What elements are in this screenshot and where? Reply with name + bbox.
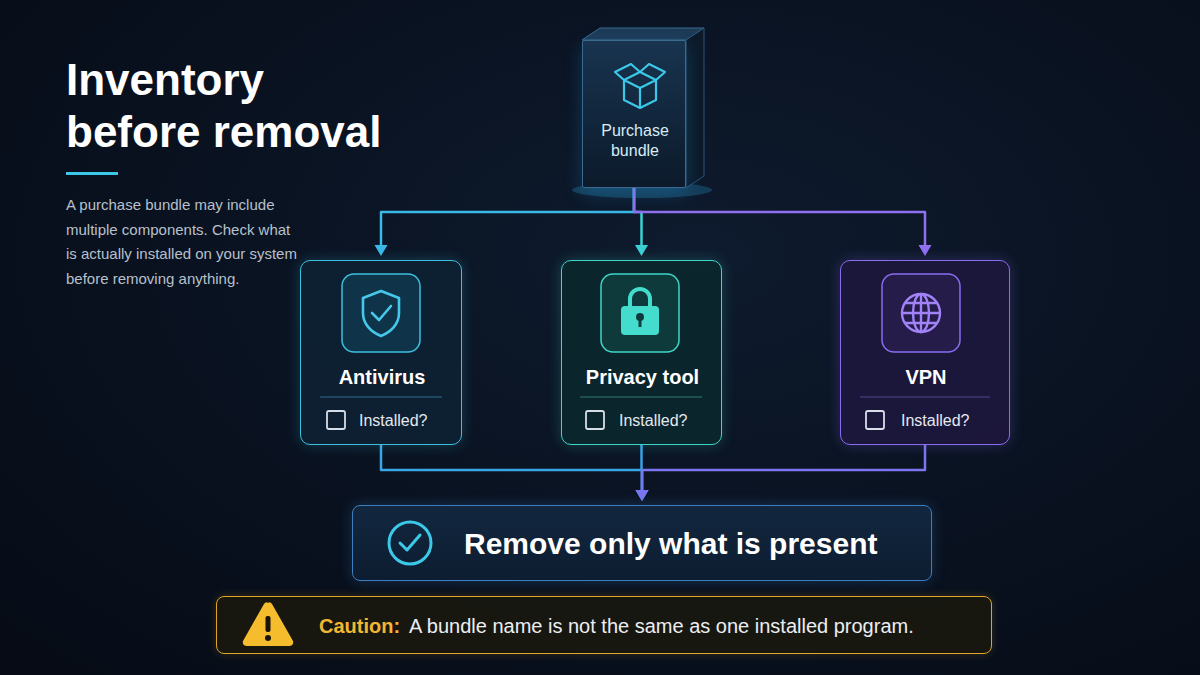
bundle-top-face <box>582 28 704 40</box>
divider-line <box>860 397 990 398</box>
icon-tile <box>601 274 679 352</box>
box-body <box>624 72 656 108</box>
check-circle <box>389 522 431 564</box>
title-underline <box>66 172 118 175</box>
node-heading: Antivirus <box>301 364 463 390</box>
node-text: Installed? <box>619 411 719 431</box>
globe-icon <box>902 294 940 332</box>
connector-line <box>381 445 642 493</box>
keyhole <box>636 313 644 321</box>
shield-icon <box>363 291 399 336</box>
checkbox <box>586 411 604 429</box>
arrow-head <box>636 490 649 501</box>
divider-line <box>580 397 702 398</box>
icon-tile <box>882 274 960 352</box>
lock-body <box>621 306 659 335</box>
description-text: A purchase bundle may include multiple c… <box>66 193 298 291</box>
flow-connector <box>375 188 635 256</box>
result-box: Remove only what is present <box>352 505 932 581</box>
check-icon <box>372 306 391 320</box>
caution-box: Caution:A bundle name is not the same as… <box>216 596 992 654</box>
flow-connector <box>636 445 926 501</box>
arrow-head <box>636 490 649 501</box>
component-box: VPN Installed? <box>840 260 1010 445</box>
arrow-head <box>636 490 649 501</box>
arrow-head <box>375 245 388 256</box>
globe-lines <box>902 294 940 332</box>
node-heading: Remove only what is present <box>464 524 924 564</box>
globe-meridian <box>913 294 929 332</box>
flow-connector <box>634 188 648 256</box>
connector-line <box>642 445 925 493</box>
node-text: Installed? <box>359 411 459 431</box>
checkbox <box>866 411 884 429</box>
box-flaps <box>615 64 665 80</box>
arrow-head <box>919 245 932 256</box>
node-text: Installed? <box>901 411 1007 431</box>
open-box-icon <box>615 64 665 108</box>
node-heading: VPN <box>841 364 1011 390</box>
checkbox <box>327 411 345 429</box>
warning-triangle <box>243 602 293 646</box>
flow-connector <box>634 188 932 256</box>
lock-shackle <box>630 289 650 307</box>
component-box: AntivirusInstalled? <box>300 260 462 445</box>
component-box: Privacy toolInstalled? <box>561 260 722 445</box>
warning-dot <box>265 635 271 641</box>
flow-connector <box>381 445 649 501</box>
arrow-head <box>635 245 648 256</box>
node-heading: Purchase bundle <box>583 121 687 161</box>
globe-outline <box>902 294 940 332</box>
warning-bar <box>266 616 271 632</box>
connector-line <box>381 188 634 248</box>
node-heading: Privacy tool <box>562 364 723 390</box>
node-heading: Caution: <box>319 614 409 638</box>
divider-line <box>320 397 442 398</box>
keyhole-slot <box>639 318 642 327</box>
check-mark <box>400 535 420 550</box>
bundle-side-face <box>686 28 704 188</box>
node-text: A bundle name is not the same as one ins… <box>409 614 985 638</box>
icon-tile <box>342 274 420 352</box>
diagram-title: Inventory before removal <box>66 54 406 158</box>
bundle-box: Purchase bundle <box>582 40 686 188</box>
connector-line <box>634 188 925 248</box>
